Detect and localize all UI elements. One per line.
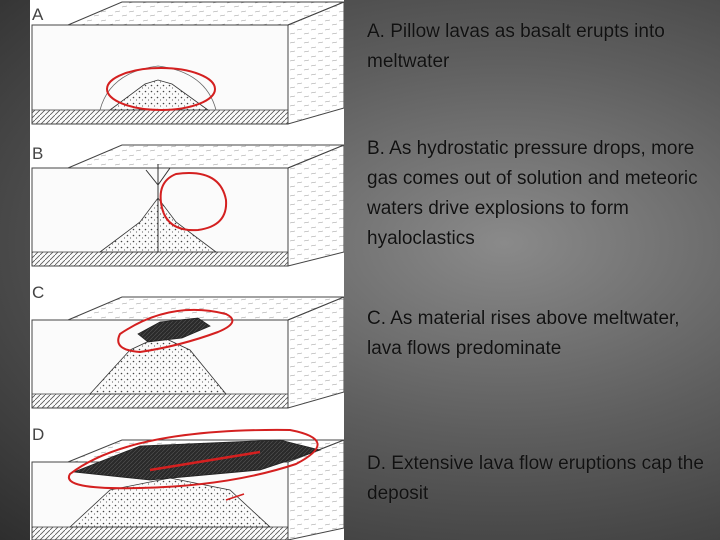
- panel-a-bedrock: [31, 109, 289, 125]
- caption-d: D. Extensive lava flow eruptions cap the…: [367, 453, 704, 504]
- panel-d-flow-arrow: [149, 450, 261, 472]
- panel-c: C: [31, 283, 344, 409]
- diagram-svg: A B C: [31, 1, 344, 540]
- panel-a-highlight-ring: [106, 67, 216, 111]
- panel-d-highlight-ring: [67, 428, 319, 490]
- panel-c-lava-flow: [137, 317, 211, 343]
- panel-a-letter: A: [32, 5, 44, 24]
- panel-d: D: [31, 425, 344, 540]
- panel-c-bedrock: [31, 393, 289, 409]
- caption-c: C. As material rises above meltwater, la…: [367, 308, 680, 359]
- caption-a: A. Pillow lavas as basalt erupts into me…: [367, 21, 665, 72]
- panel-b-bedrock: [31, 251, 289, 267]
- panel-b-vent: [145, 164, 171, 252]
- panel-d-bedrock: [31, 526, 289, 540]
- panel-c-mound: [89, 335, 227, 395]
- volcano-diagram-figure: A B C: [30, 0, 344, 540]
- panel-d-flow-mark: [225, 493, 245, 501]
- panel-b-letter: B: [32, 144, 43, 163]
- panel-b: B: [31, 144, 344, 267]
- panel-b-highlight-ring: [159, 172, 228, 232]
- panel-d-lava-cap: [73, 439, 322, 481]
- caption-b: B. As hydrostatic pressure drops, more g…: [367, 138, 698, 249]
- panel-a-pillow-mound: [108, 79, 210, 111]
- panel-c-highlight-ring: [117, 308, 234, 354]
- panel-a-meltwater-outline: [99, 65, 217, 111]
- panel-c-letter: C: [32, 283, 44, 302]
- panel-d-letter: D: [32, 425, 44, 444]
- panel-a: A: [31, 1, 344, 125]
